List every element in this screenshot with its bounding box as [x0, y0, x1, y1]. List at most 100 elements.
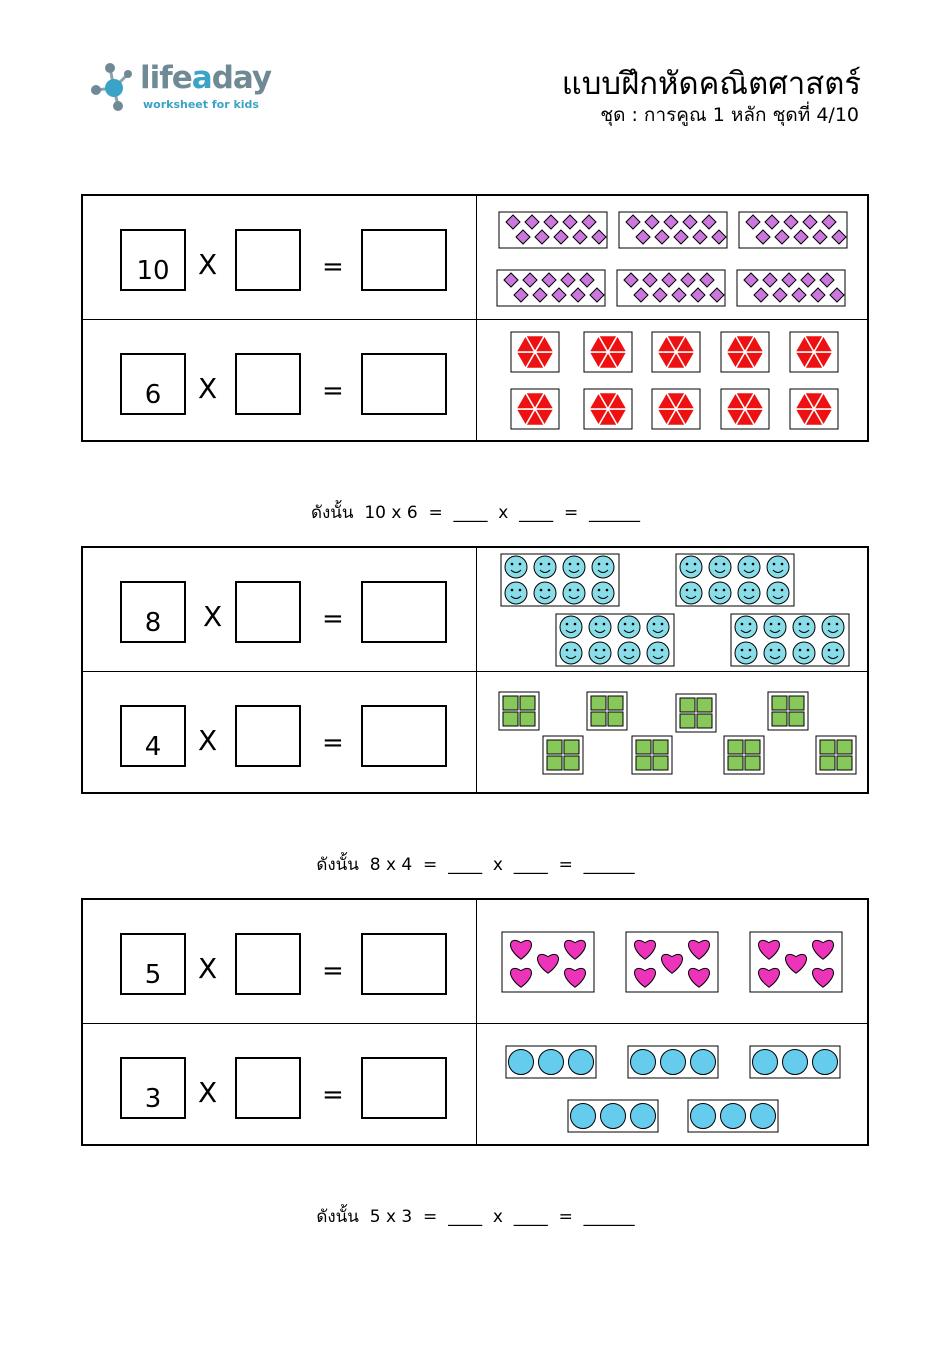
blank-factor-box[interactable] — [235, 581, 301, 643]
smiley-icon — [737, 581, 761, 605]
logo-tagline: worksheet for kids — [143, 98, 259, 111]
square-icon — [836, 739, 853, 755]
diamond-icon — [743, 272, 759, 288]
smiley-icon — [679, 581, 703, 605]
square-icon — [727, 739, 744, 755]
diamond-icon — [503, 272, 519, 288]
diamond-icon — [524, 214, 540, 230]
diamond-icon — [745, 214, 761, 230]
circle-groups — [505, 1045, 841, 1133]
triangle-icon — [743, 391, 766, 410]
square-icon — [546, 755, 563, 771]
circle-icon — [752, 1049, 778, 1075]
diamond-icon — [532, 287, 548, 303]
square-icon — [771, 695, 788, 711]
diamond-icon — [831, 229, 847, 245]
times-sign: X — [198, 952, 218, 985]
square-icon — [696, 697, 713, 713]
diamond-icon — [701, 214, 717, 230]
diamond-icon — [654, 229, 670, 245]
hexagon-groups — [510, 331, 839, 430]
diamond-icon — [764, 214, 780, 230]
diamond-icon — [505, 214, 521, 230]
smiley-icon — [646, 641, 670, 665]
diamond-icon — [589, 287, 605, 303]
blank-factor-box[interactable] — [235, 353, 301, 415]
square-icon — [590, 711, 607, 727]
smiley-icon — [679, 555, 703, 579]
given-number-box: 10 — [120, 229, 186, 291]
diamond-icon — [762, 272, 778, 288]
heart-icon — [537, 953, 559, 974]
answer-box[interactable] — [361, 353, 447, 415]
square-icon — [635, 739, 652, 755]
square-groups — [498, 691, 857, 775]
diamond-icon — [623, 272, 639, 288]
equals-sign: = — [322, 1080, 344, 1110]
circle-icon — [508, 1049, 534, 1075]
smiley-icon — [763, 641, 787, 665]
blank-factor-box[interactable] — [235, 229, 301, 291]
blank-factor-box[interactable] — [235, 933, 301, 995]
smiley-icon — [792, 615, 816, 639]
diamond-icon — [591, 229, 607, 245]
equation-row: 10 X = — [83, 196, 476, 319]
smiley-icon — [766, 555, 790, 579]
summary-line: ดังนั้น 8 x 4 = ____ x ____ = ______ — [316, 855, 635, 875]
triangle-icon — [674, 334, 697, 353]
heart-icon — [758, 967, 780, 988]
circle-icon — [570, 1103, 596, 1129]
equals-sign: = — [322, 252, 344, 282]
answer-box[interactable] — [361, 229, 447, 291]
square-icon — [519, 695, 536, 711]
circle-icon — [690, 1049, 716, 1075]
answer-box[interactable] — [361, 1057, 447, 1119]
diamond-icon — [821, 214, 837, 230]
diamond-icon — [633, 287, 649, 303]
heart-icon — [812, 967, 834, 988]
triangle-icon — [812, 334, 835, 353]
answer-box[interactable] — [361, 933, 447, 995]
logo-molecule-icon — [91, 63, 132, 111]
diamond-icon — [800, 272, 816, 288]
smiley-icon — [504, 581, 528, 605]
square-icon — [502, 711, 519, 727]
given-number-box: 5 — [120, 933, 186, 995]
divider — [476, 900, 477, 1144]
diamond-icon — [680, 272, 696, 288]
diamond-icon — [772, 287, 788, 303]
blank-factor-box[interactable] — [235, 705, 301, 767]
picture-groups — [477, 548, 869, 671]
times-sign: X — [198, 248, 218, 281]
smiley-icon — [734, 641, 758, 665]
smiley-icon — [591, 581, 615, 605]
triangle-icon — [743, 334, 766, 353]
triangle-icon — [533, 391, 556, 410]
divider — [83, 319, 867, 320]
heart-icon — [564, 967, 586, 988]
diamond-icon — [663, 214, 679, 230]
diamond-icon — [534, 229, 550, 245]
given-number-box: 8 — [120, 581, 186, 643]
smiley-icon — [763, 615, 787, 639]
diamond-icon — [661, 272, 677, 288]
equation-row: 5 X = — [83, 900, 476, 1023]
triangle-icon — [812, 391, 835, 410]
answer-box[interactable] — [361, 581, 447, 643]
heart-icon — [688, 967, 710, 988]
times-sign: X — [203, 600, 223, 633]
square-icon — [788, 695, 805, 711]
picture-groups — [477, 196, 869, 319]
smiley-icon — [617, 615, 641, 639]
equals-sign: = — [322, 728, 344, 758]
square-icon — [836, 755, 853, 771]
answer-box[interactable] — [361, 705, 447, 767]
diamond-icon — [515, 229, 531, 245]
exercise-section-2: 8 X = 4 X = — [81, 546, 869, 794]
blank-factor-box[interactable] — [235, 1057, 301, 1119]
circle-icon — [782, 1049, 808, 1075]
smiley-icon — [588, 641, 612, 665]
square-icon — [546, 739, 563, 755]
heart-icon — [510, 939, 532, 960]
smiley-icon — [708, 581, 732, 605]
